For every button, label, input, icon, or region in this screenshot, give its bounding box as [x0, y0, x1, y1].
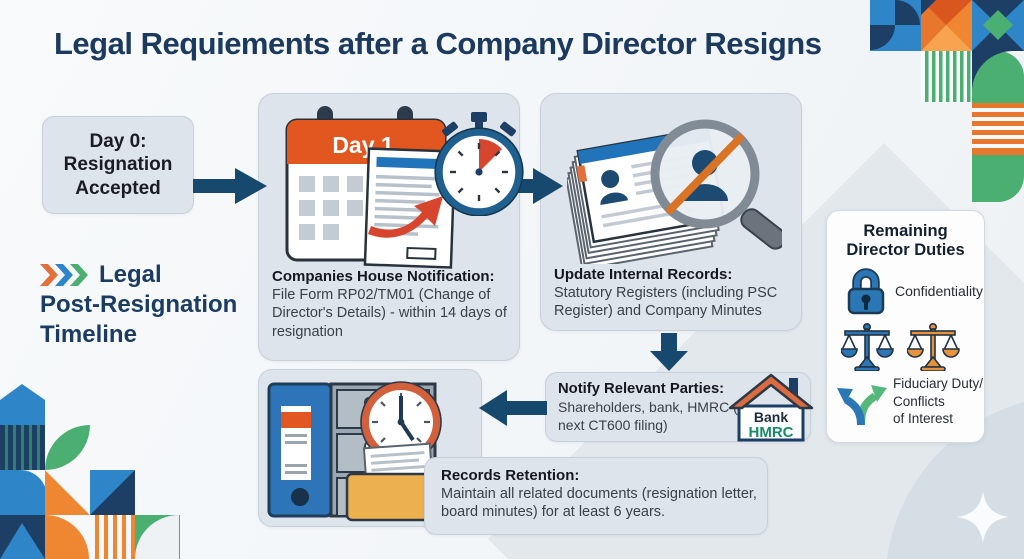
page-title: Legal Requiements after a Company Direct… — [54, 26, 822, 61]
calendar-icon: Day 1 — [285, 106, 457, 269]
duty-fiduciary-line: of Interest — [893, 411, 954, 426]
scales-blue-icon — [841, 322, 894, 371]
bottom-left-geometric-decoration — [0, 384, 180, 559]
arrow-left-icon — [479, 390, 547, 426]
house-label-bank: Bank — [754, 409, 788, 425]
timeline-label-line: Timeline — [40, 321, 137, 348]
documents-stack-icon — [567, 119, 782, 264]
step4-body: Maintain all related documents (resignat… — [441, 486, 757, 521]
timeline-label: Legal Post-Resignation Timeline — [40, 260, 237, 350]
duties-title-line: Remaining — [863, 222, 948, 240]
arrow-down-icon — [650, 333, 688, 371]
top-right-geometric-decoration — [870, 0, 1024, 202]
binder-icon — [267, 382, 333, 518]
calendar-grid — [299, 176, 363, 240]
clock-icon — [360, 381, 442, 463]
sparkle-icon — [957, 491, 1009, 543]
step3-body: Shareholders, bank, HMRC (via next CT600… — [558, 398, 756, 433]
day0-line: Accepted — [75, 177, 161, 199]
step1-body: File Form RP02/TM01 (Change of Director'… — [272, 287, 507, 340]
remaining-duties-panel: Remaining Director Duties Confidentialit… — [826, 210, 985, 443]
step2-internal-records-card: Update Internal Records: Statutory Regis… — [540, 93, 802, 331]
step3-heading: Notify Relevant Parties: — [558, 381, 725, 397]
day0-box: Day 0: Resignation Accepted — [42, 116, 194, 214]
house-label-hmrc: HMRC — [749, 424, 794, 441]
duty-fiduciary-line: Conflicts — [893, 393, 945, 409]
triple-chevron-icon — [40, 264, 88, 286]
day0-line: Resignation — [63, 154, 173, 176]
filing-cabinet-icon — [267, 381, 465, 522]
arrow-right-icon — [193, 168, 267, 204]
day0-line: Day 0: — [89, 131, 147, 153]
step4-records-text-card: Records Retention: Maintain all related … — [424, 457, 768, 535]
duty-fiduciary-line: Fiduciary Duty/ — [893, 376, 984, 391]
arrow-right-icon — [513, 168, 563, 204]
timeline-label-line: Post-Resignation — [40, 291, 238, 318]
lock-icon — [847, 268, 885, 315]
bank-hmrc-house-icon: Bank HMRC — [728, 373, 814, 442]
scales-orange-icon — [907, 322, 960, 371]
duties-panel-title: Remaining Director Duties — [827, 222, 984, 261]
step1-heading: Companies House Notification: — [272, 268, 495, 285]
step2-body: Statutory Registers (including PSC Regis… — [554, 285, 778, 320]
branching-arrows-icon — [837, 385, 887, 425]
duty-confidentiality-label: Confidentiality — [895, 283, 983, 299]
deadline-arrow-icon — [368, 196, 443, 238]
duties-title-line: Director Duties — [846, 241, 965, 260]
step2-heading: Update Internal Records: — [554, 266, 733, 283]
stopwatch-icon — [434, 112, 524, 216]
timeline-label-line: Legal — [99, 261, 162, 288]
magnifier-removed-person-icon — [650, 119, 782, 250]
step4-heading: Records Retention: — [441, 467, 580, 484]
duty-fiduciary-label: Fiduciary Duty/ Conflicts of Interest — [893, 375, 983, 428]
